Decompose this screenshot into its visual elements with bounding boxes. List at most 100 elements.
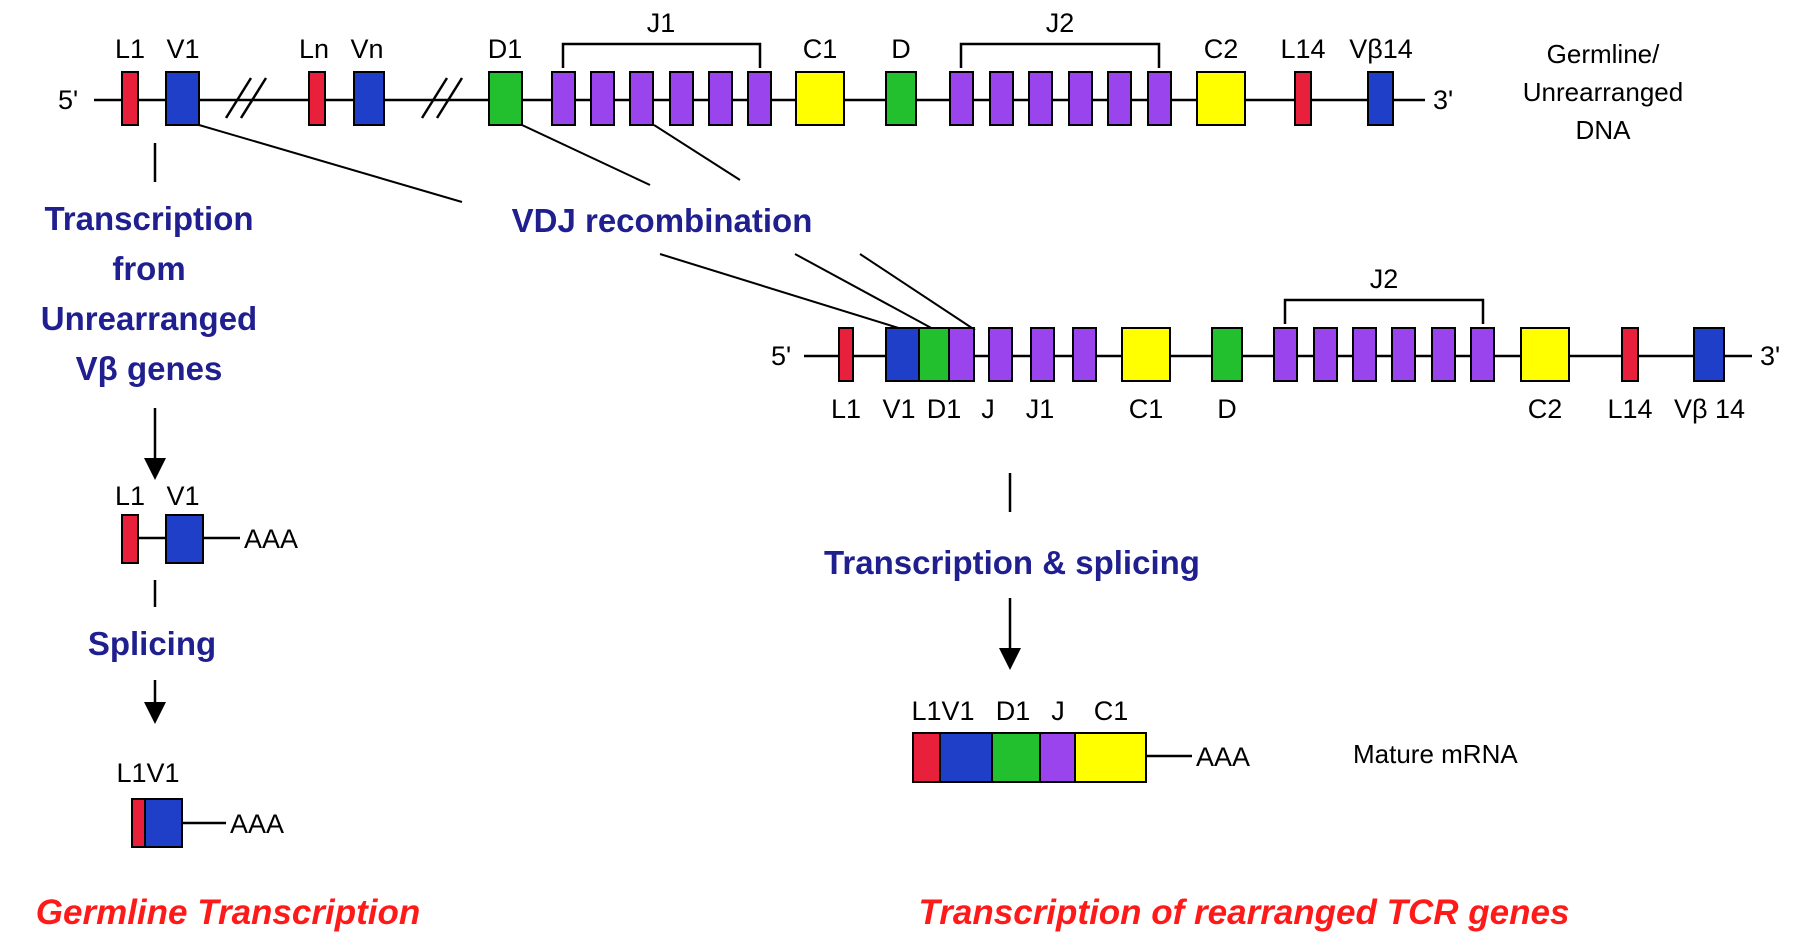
germline-break-mark-2 xyxy=(420,77,464,119)
rearranged-j2-cluster xyxy=(1273,327,1495,382)
germline-vb14-label: Vβ14 xyxy=(1349,34,1413,64)
mrna-c1-segment xyxy=(1074,732,1147,783)
rearranged-c1-label: C1 xyxy=(1129,394,1164,424)
germline-d1-label: D1 xyxy=(488,34,523,64)
germline-j1-segment xyxy=(590,71,615,126)
v1-connector-lower xyxy=(659,253,906,331)
germline-vn-label: Vn xyxy=(350,34,383,64)
mature-mrna-label: Mature mRNA xyxy=(1353,739,1518,769)
germline-j1-label: J1 xyxy=(647,8,676,38)
rearranged-d-segment xyxy=(1211,327,1243,382)
rearranged-l1-segment xyxy=(838,327,854,382)
germline-l1-segment xyxy=(121,71,139,126)
rearranged-j2-segment xyxy=(1431,327,1456,382)
left-arrow-1-head xyxy=(144,458,166,480)
footer-rearranged-transcription: Transcription of rearranged TCR genes xyxy=(919,893,1570,932)
germline-ln-segment xyxy=(308,71,326,126)
germline-j2-segment xyxy=(989,71,1014,126)
germline-j1-segment xyxy=(747,71,772,126)
rearranged-j2-segment xyxy=(1391,327,1416,382)
right-arrow-head xyxy=(999,648,1021,670)
germline-j2-segment xyxy=(1028,71,1053,126)
rearranged-j2-segment xyxy=(1470,327,1495,382)
germline-d-label: D xyxy=(891,34,911,64)
germline-v1-label: V1 xyxy=(166,34,199,64)
germline-transcription-step-line1: Transcription xyxy=(44,200,253,237)
rearranged-j2-segment xyxy=(1352,327,1377,382)
germline-transcription-step-line3: Unrearranged xyxy=(41,300,257,337)
germline-dna: 5' 3' xyxy=(58,8,1683,145)
rearranged-dna: 5' 3' J2 L1 V1 D1 J J1 C1 xyxy=(771,264,1780,424)
germline-j1-segment xyxy=(708,71,733,126)
j1-connector-lower xyxy=(859,253,976,331)
rearranged-c1-segment xyxy=(1121,327,1171,382)
germline-j2-label: J2 xyxy=(1046,8,1075,38)
germline-c1-segment xyxy=(795,71,845,126)
rearranged-l1-label: L1 xyxy=(831,394,861,424)
germline-transcript-v1-label: V1 xyxy=(166,481,199,511)
germline-description-line3: DNA xyxy=(1576,115,1632,145)
rearranged-d-label: D xyxy=(1217,394,1237,424)
vdj-recombination-connectors xyxy=(198,124,976,331)
mrna-d1-label: D1 xyxy=(996,696,1031,726)
germline-description-line2: Unrearranged xyxy=(1523,77,1683,107)
footer-germline-transcription: Germline Transcription xyxy=(36,893,420,932)
mrna-l1-segment xyxy=(912,732,941,783)
germline-transcript-polya: AAA xyxy=(244,524,298,554)
j1-connector-upper xyxy=(653,124,741,181)
germline-j1-bracket xyxy=(561,42,762,68)
germline-spliced-l1-segment xyxy=(131,798,146,848)
germline-spliced-l1v1-label: L1V1 xyxy=(116,758,179,788)
germline-j2-segment xyxy=(1107,71,1132,126)
rearranged-j1-segment xyxy=(988,327,1013,382)
rearranged-j1-segment xyxy=(1072,327,1097,382)
d1-connector-upper xyxy=(521,124,651,186)
germline-j1-segment xyxy=(629,71,654,126)
rearranged-j2-bracket xyxy=(1283,298,1485,324)
rearranged-5prime-label: 5' xyxy=(771,341,791,371)
germline-ln-label: Ln xyxy=(299,34,329,64)
mrna-v1-segment xyxy=(939,732,993,783)
rearranged-l14-segment xyxy=(1621,327,1639,382)
germline-transcription-pathway: Transcription from Unrearranged Vβ genes… xyxy=(41,143,298,848)
mrna-l1v1-label: L1V1 xyxy=(911,696,974,726)
rearranged-d1-label: D1 xyxy=(927,394,962,424)
germline-j1-cluster xyxy=(551,71,772,126)
germline-v1-segment xyxy=(165,71,200,126)
mrna-polya: AAA xyxy=(1196,742,1250,772)
germline-spliced-polya: AAA xyxy=(230,809,284,839)
rearranged-l14-label: L14 xyxy=(1607,394,1652,424)
rearranged-v1-segment xyxy=(885,327,920,382)
germline-c2-label: C2 xyxy=(1204,34,1239,64)
germline-break-mark-1 xyxy=(224,77,268,119)
germline-j2-segment xyxy=(949,71,974,126)
germline-spliced-v1-segment xyxy=(144,798,183,848)
germline-5prime-label: 5' xyxy=(58,85,78,115)
germline-j2-cluster xyxy=(949,71,1172,126)
rearranged-j2-segment xyxy=(1313,327,1338,382)
left-arrow-2-head xyxy=(144,702,166,724)
rearranged-3prime-label: 3' xyxy=(1760,341,1780,371)
germline-c2-segment xyxy=(1196,71,1246,126)
rearranged-vb14-segment xyxy=(1693,327,1725,382)
germline-d1-segment xyxy=(488,71,523,126)
rearranged-j1-cluster xyxy=(988,327,1097,382)
rearranged-v1-label: V1 xyxy=(882,394,915,424)
rearranged-d1-segment xyxy=(918,327,950,382)
mrna-j-segment xyxy=(1039,732,1076,783)
germline-l1-label: L1 xyxy=(115,34,145,64)
germline-transcription-step-line4: Vβ genes xyxy=(76,350,223,387)
germline-j2-segment xyxy=(1147,71,1172,126)
rearranged-j1-label: J1 xyxy=(1026,394,1055,424)
d1-connector-lower xyxy=(794,253,936,331)
germline-c1-label: C1 xyxy=(803,34,838,64)
germline-transcript-v1-segment xyxy=(165,514,204,564)
rearranged-transcription-pathway: Transcription & splicing L1V1 D1 J C1 AA… xyxy=(824,473,1518,783)
germline-j1-segment xyxy=(669,71,694,126)
rearranged-j-label: J xyxy=(981,394,995,424)
rearranged-vb-number-label: 14 xyxy=(1715,394,1745,424)
rearranged-c2-label: C2 xyxy=(1528,394,1563,424)
vdj-recombination-label: VDJ recombination xyxy=(512,202,813,239)
germline-d-segment xyxy=(885,71,917,126)
germline-transcription-step-line2: from xyxy=(112,250,185,287)
